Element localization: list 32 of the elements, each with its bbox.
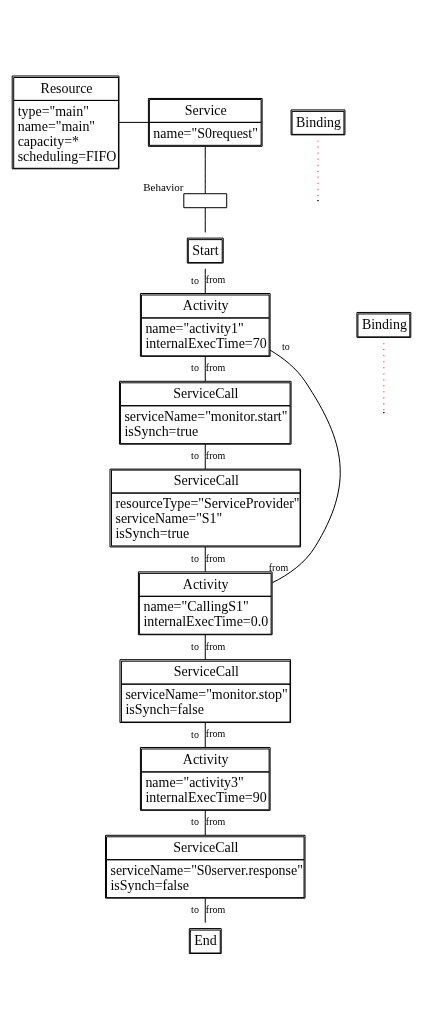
label: from: [205, 727, 226, 739]
label: from: [205, 903, 226, 915]
connector: [269, 349, 341, 583]
connector: [118, 121, 149, 123]
label: from: [205, 552, 226, 564]
label: from: [205, 273, 226, 285]
label: to: [282, 340, 290, 352]
label: to: [191, 728, 199, 739]
connector: [204, 897, 206, 923]
connector: [204, 809, 206, 836]
node-box: [183, 192, 228, 208]
label: from: [268, 561, 289, 573]
label: to: [191, 274, 199, 286]
label: to: [191, 552, 199, 564]
label: to: [191, 449, 199, 461]
connector: [204, 145, 206, 194]
connector: [204, 443, 206, 469]
connector: [204, 206, 206, 233]
label: to: [191, 903, 199, 915]
label: from: [205, 361, 226, 373]
connector: [204, 721, 206, 748]
label: to: [191, 640, 199, 652]
connector: [204, 633, 206, 660]
label: to: [191, 815, 199, 827]
label: from: [205, 449, 226, 461]
label: from: [205, 815, 226, 827]
label: from: [205, 640, 226, 652]
connector: [204, 545, 206, 572]
label: to: [191, 361, 199, 373]
connector: [204, 267, 206, 294]
node-label: Behavior: [143, 180, 184, 193]
connector: [204, 355, 206, 382]
